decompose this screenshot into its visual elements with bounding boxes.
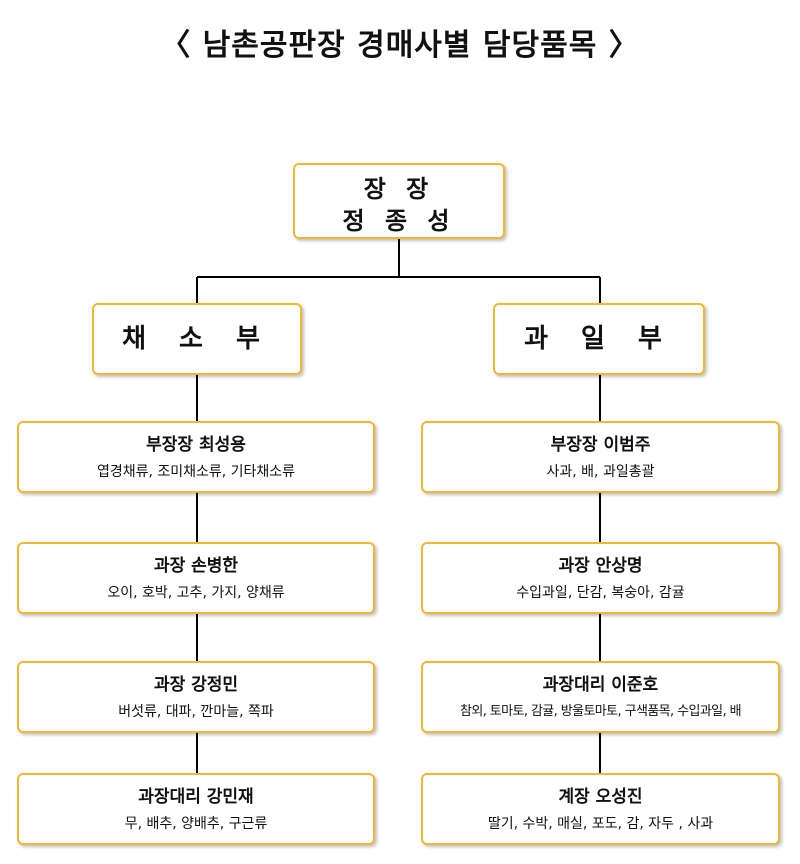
- staff-title: 과장대리 이준호: [542, 675, 659, 695]
- staff-box-right-4: 계장 오성진 딸기, 수박, 매실, 포도, 감, 자두 , 사과: [421, 773, 780, 845]
- staff-box-left-3: 과장 강정민 버섯류, 대파, 깐마늘, 쪽파: [17, 661, 375, 733]
- staff-items: 오이, 호박, 고추, 가지, 양채류: [107, 585, 285, 601]
- staff-box-left-1: 부장장 최성용 엽경채류, 조미채소류, 기타채소류: [17, 421, 375, 493]
- staff-items: 무, 배추, 양배추, 구근류: [124, 816, 268, 832]
- staff-title: 과장 안상명: [558, 556, 643, 576]
- staff-box-right-1: 부장장 이범주 사과, 배, 과일총괄: [421, 421, 780, 493]
- head-position: 장 장: [363, 175, 435, 203]
- staff-items: 사과, 배, 과일총괄: [546, 464, 655, 480]
- staff-items: 엽경채류, 조미채소류, 기타채소류: [96, 464, 296, 480]
- dept-vegetable: 채 소 부: [92, 303, 302, 375]
- staff-items: 참외, 토마토, 감귤, 방울토마토, 구색품목, 수입과일, 배: [460, 704, 742, 719]
- staff-title: 계장 오성진: [558, 787, 643, 807]
- staff-items: 버섯류, 대파, 깐마늘, 쪽파: [118, 704, 274, 720]
- head-box: 장 장 정 종 성: [293, 163, 505, 239]
- staff-title: 부장장 최성용: [146, 435, 246, 455]
- staff-items: 딸기, 수박, 매실, 포도, 감, 자두 , 사과: [487, 816, 714, 832]
- staff-title: 과장 손병한: [153, 556, 239, 576]
- staff-items: 수입과일, 단감, 복숭아, 감귤: [516, 585, 685, 601]
- staff-title: 부장장 이범주: [550, 435, 651, 455]
- staff-box-right-3: 과장대리 이준호 참외, 토마토, 감귤, 방울토마토, 구색품목, 수입과일,…: [421, 661, 780, 733]
- staff-box-right-2: 과장 안상명 수입과일, 단감, 복숭아, 감귤: [421, 542, 780, 614]
- staff-title: 과장대리 강민재: [138, 787, 254, 807]
- staff-box-left-4: 과장대리 강민재 무, 배추, 양배추, 구근류: [17, 773, 375, 845]
- staff-box-left-2: 과장 손병한 오이, 호박, 고추, 가지, 양채류: [17, 542, 375, 614]
- page-title: 〈 남촌공판장 경매사별 담당품목 〉: [160, 28, 640, 63]
- staff-title: 과장 강정민: [153, 675, 239, 695]
- dept-fruit: 과 일 부: [493, 303, 705, 375]
- head-name: 정 종 성: [342, 207, 456, 235]
